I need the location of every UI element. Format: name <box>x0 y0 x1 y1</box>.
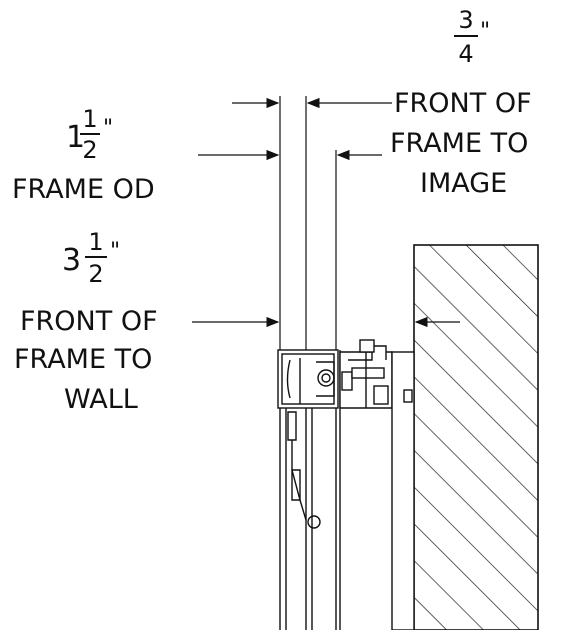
dim-frame-od-denominator: 2 <box>82 136 97 164</box>
wall-bracket <box>339 339 415 630</box>
dim-front-to-wall-caption-2: FRAME TO <box>14 344 152 375</box>
dim-front-to-wall-unit: " <box>110 239 120 264</box>
dimension-leaders <box>192 97 460 328</box>
dim-front-to-wall-caption-3: WALL <box>64 384 138 415</box>
dim-frame-od-whole: 1 <box>66 120 85 155</box>
wall-section <box>413 244 539 630</box>
extension-lines <box>279 96 337 350</box>
dim-front-to-image-denominator: 4 <box>458 40 473 68</box>
dim-frame-od-unit: " <box>103 116 113 141</box>
dim-front-to-image-unit: " <box>480 19 490 44</box>
dim-front-to-wall-numerator: 1 <box>88 228 103 256</box>
frame-profile <box>277 349 341 630</box>
dim-frame-od-caption: FRAME OD <box>12 174 155 205</box>
dim-front-to-image-caption-2: FRAME TO <box>390 128 528 159</box>
dim-front-to-wall-caption-1: FRONT OF <box>20 306 158 337</box>
dim-front-to-image-numerator: 3 <box>458 6 473 34</box>
dim-front-to-image-caption-1: FRONT OF <box>394 88 532 119</box>
dim-front-to-wall: 3 1 2 " FRONT OF FRAME TO WALL <box>14 228 158 415</box>
dim-front-to-image: 3 4 " FRONT OF FRAME TO IMAGE <box>390 6 532 199</box>
dim-frame-od-numerator: 1 <box>82 105 97 133</box>
dim-front-to-image-caption-3: IMAGE <box>420 168 507 199</box>
dim-front-to-wall-whole: 3 <box>62 243 81 278</box>
dim-front-to-wall-denominator: 2 <box>88 260 103 288</box>
dim-frame-od: 1 1 2 " FRAME OD <box>12 105 155 205</box>
